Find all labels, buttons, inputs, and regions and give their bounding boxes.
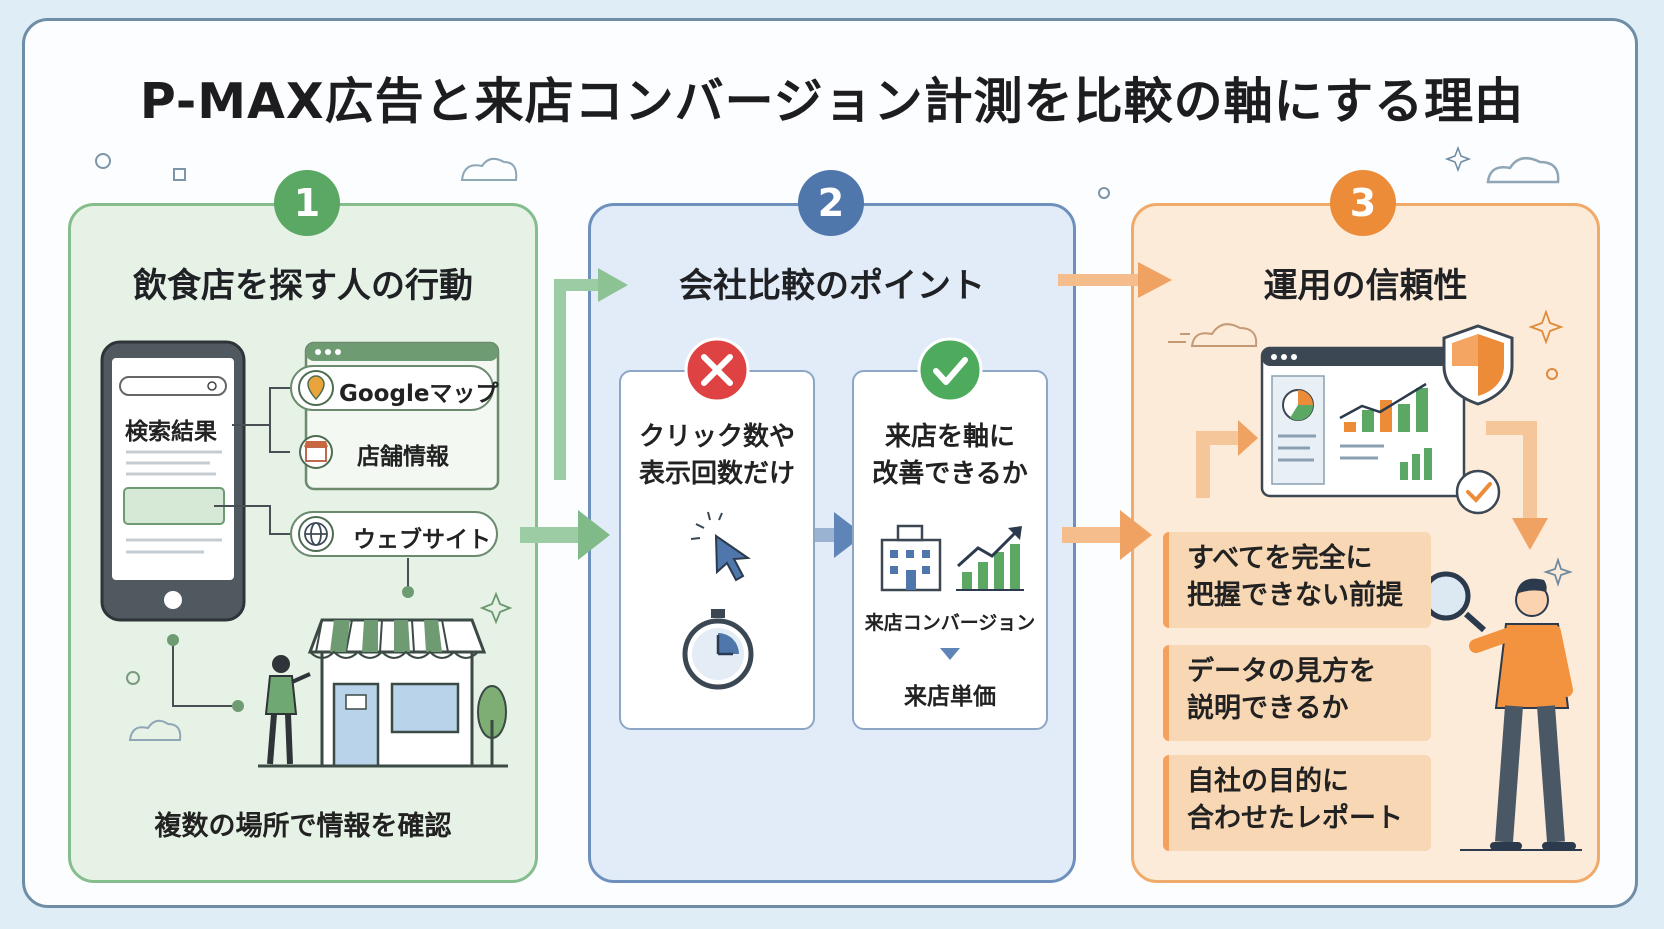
section-heading-2: 会社比較のポイント bbox=[679, 266, 985, 306]
reliability-item-2: データの見方を 説明できるか bbox=[1163, 645, 1431, 741]
decor-circle-icon bbox=[1098, 187, 1110, 199]
step-badge-2: 2 bbox=[798, 170, 864, 236]
store-icon bbox=[304, 441, 328, 462]
tree-icon bbox=[477, 685, 507, 766]
reliability-item-1: すべてを完全に 把握できない前提 bbox=[1163, 532, 1431, 628]
google-maps-label: Googleマップ bbox=[339, 381, 499, 407]
cloud-icon bbox=[460, 157, 518, 181]
cloud-icon bbox=[128, 719, 182, 741]
step-badge-3: 3 bbox=[1330, 170, 1396, 236]
section1-footer: 複数の場所で情報を確認 bbox=[154, 811, 452, 842]
section-heading-3: 運用の信頼性 bbox=[1263, 266, 1468, 306]
storefront-icon bbox=[258, 618, 508, 768]
decor-square-icon bbox=[173, 168, 186, 181]
reliability-item-3: 自社の目的に 合わせたレポート bbox=[1163, 755, 1431, 851]
good-card-line2: 改善できるか bbox=[872, 459, 1028, 489]
unit-price-label: 来店単価 bbox=[904, 684, 996, 710]
arrow-up-icon bbox=[554, 279, 600, 480]
search-result-label: 検索結果 bbox=[125, 419, 217, 445]
section-heading-1: 飲食店を探す人の行動 bbox=[133, 266, 473, 306]
decor-circle-icon bbox=[95, 153, 111, 169]
bad-metric-card: クリック数や 表示回数だけ bbox=[619, 370, 815, 730]
bad-card-line2: 表示回数だけ bbox=[638, 459, 795, 489]
store-info-label: 店舗情報 bbox=[357, 444, 449, 470]
good-card-line1: 来店を軸に bbox=[884, 422, 1015, 452]
person-icon bbox=[264, 655, 311, 765]
good-metric-card: 来店を軸に 改善できるか 来店コンバージョン 来店単価 bbox=[852, 370, 1048, 730]
cloud-icon bbox=[1486, 156, 1560, 184]
website-label: ウェブサイト bbox=[353, 527, 491, 553]
page-title: P-MAX広告と来店コンバージョン計測を比較の軸にする理由 bbox=[139, 73, 1525, 130]
store-conversion-label: 来店コンバージョン bbox=[864, 612, 1036, 634]
step-badge-1: 1 bbox=[274, 170, 340, 236]
smartphone-icon bbox=[100, 340, 246, 622]
sparkle-icon bbox=[1444, 145, 1472, 173]
bad-card-line1: クリック数や bbox=[638, 422, 795, 452]
sparkle-icon bbox=[479, 591, 513, 625]
